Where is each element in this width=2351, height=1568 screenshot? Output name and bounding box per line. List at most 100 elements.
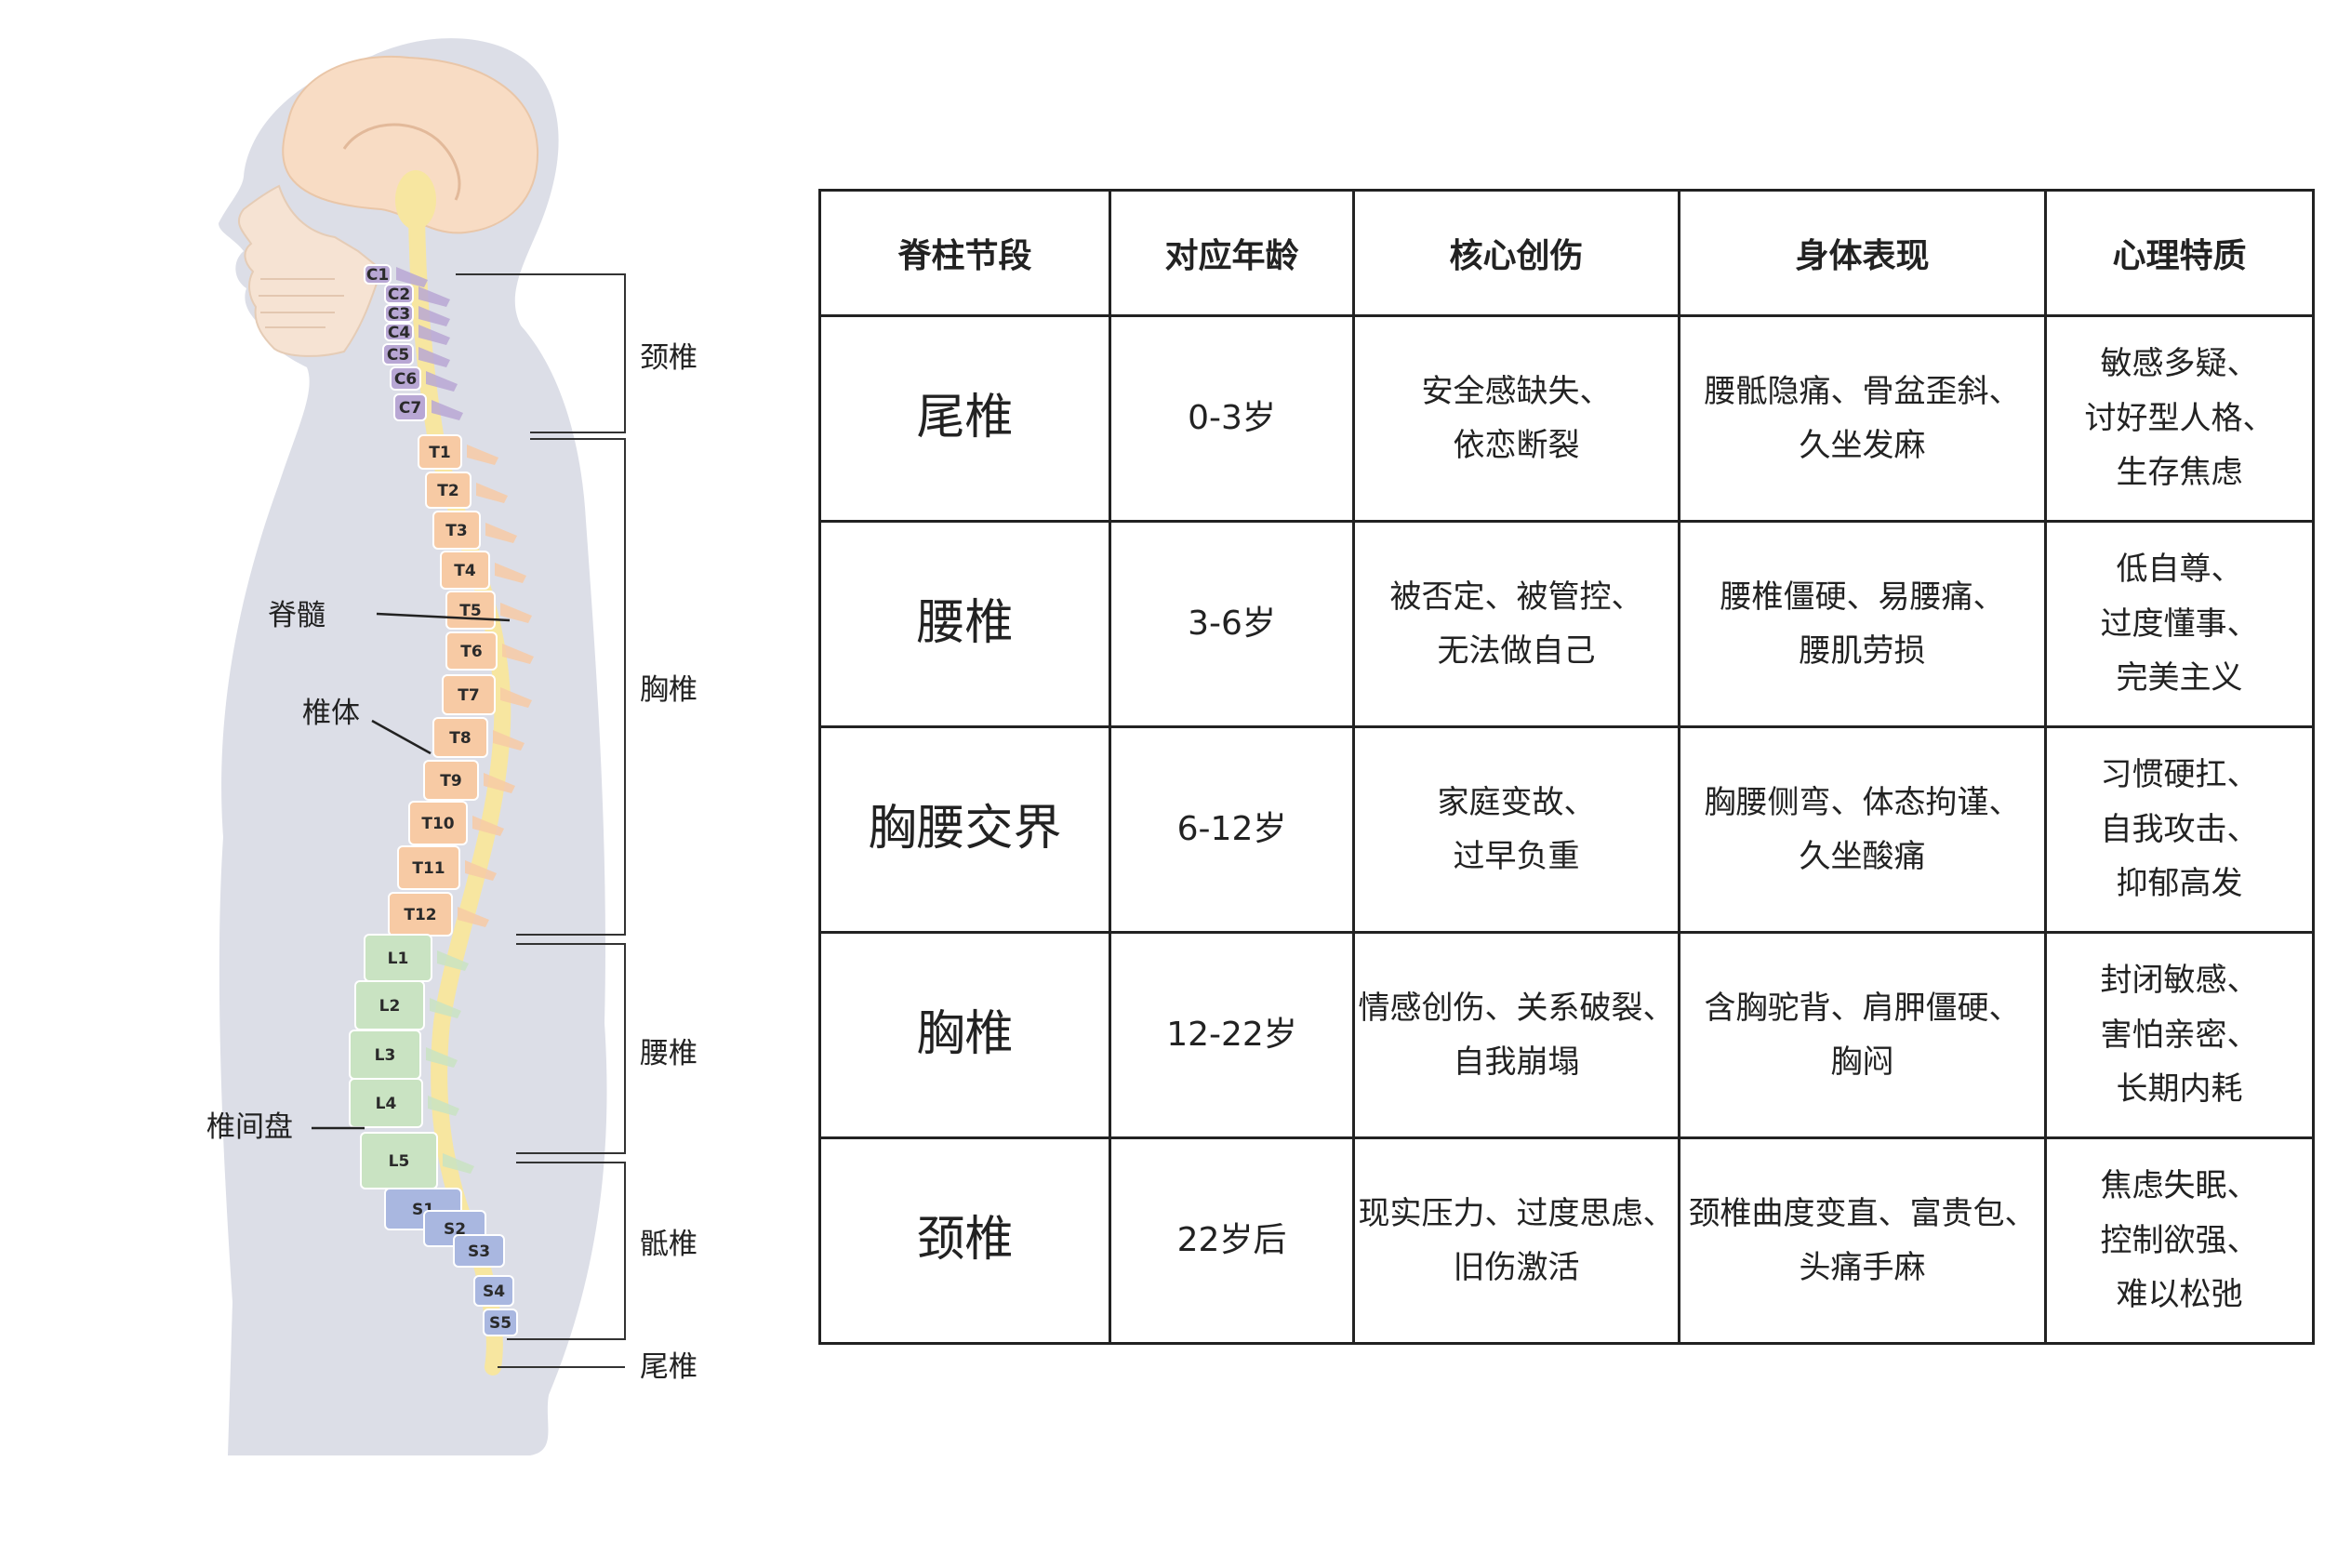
vertebra-label: C7: [399, 399, 421, 418]
cell-body-line: 颈椎曲度变直、富贵包、: [1688, 1194, 2037, 1232]
cell-trauma: 安全感缺失、依恋断裂: [1352, 314, 1680, 523]
vertebra-label: T10: [421, 815, 454, 833]
vertebra-label: C3: [388, 305, 410, 324]
cell-mind: 封闭敏感、害怕亲密、长期内耗: [2044, 931, 2315, 1139]
cell-body-line: 腰椎僵硬、易腰痛、: [1720, 578, 2005, 616]
vertebra-c4: [384, 323, 414, 341]
spinous-process-c6: [426, 371, 458, 392]
cell-body-line: 含胸驼背、肩胛僵硬、: [1704, 989, 2021, 1027]
vertebra-label: S3: [468, 1242, 490, 1261]
cell-trauma-line: 家庭变故、: [1437, 783, 1596, 821]
vertebra-label: L2: [379, 997, 401, 1016]
cell-age: 0-3岁: [1109, 314, 1355, 523]
cell-body: 腰椎僵硬、易腰痛、腰肌劳损: [1678, 520, 2047, 728]
vertebra-t10: [408, 801, 468, 845]
cell-age: 22岁后: [1109, 1136, 1355, 1345]
cell-trauma-line: 依恋断裂: [1453, 427, 1580, 464]
vertebra-label: T2: [437, 482, 458, 500]
vertebra-s3: [453, 1234, 505, 1268]
cell-mind-line: 抑郁高发: [2116, 865, 2243, 903]
spinous-process-c7: [432, 400, 463, 420]
vertebra-l4: [349, 1078, 423, 1128]
cell-body-line: 久坐发麻: [1799, 427, 1926, 464]
vertebra-t4: [440, 551, 490, 590]
vertebra-label: C2: [388, 286, 410, 304]
brainstem: [395, 170, 436, 230]
vertebra-c5: [382, 343, 414, 365]
cell-mind-line: 完美主义: [2116, 659, 2243, 698]
vertebra-t7: [442, 674, 496, 715]
cell-age-line: 0-3岁: [1188, 399, 1276, 438]
spinous-process-t12: [458, 907, 489, 927]
spinous-process-c1: [396, 267, 428, 287]
brain-fold: [342, 123, 461, 201]
cell-mind-line: 讨好型人格、: [2084, 399, 2275, 437]
cell-mind-line: 低自尊、: [2116, 551, 2243, 589]
cell-body-line: 胸腰侧弯、体态拘谨、: [1704, 783, 2021, 821]
cell-age-line: 22岁后: [1176, 1221, 1287, 1260]
cell-age-line: 12-22岁: [1166, 1016, 1297, 1055]
brain: [282, 55, 539, 234]
cell-age: 3-6岁: [1109, 520, 1355, 728]
vertebra-t3: [432, 511, 481, 550]
vertebra-label: C1: [366, 266, 389, 285]
cell-segment-line: 颈椎: [916, 1212, 1014, 1269]
spinous-process-t5: [500, 603, 532, 623]
vertebra-label: T9: [440, 772, 461, 791]
vertebra-label: C5: [387, 346, 409, 365]
spinous-process-t4: [495, 563, 526, 583]
cell-body-line: 胸闷: [1830, 1043, 1894, 1081]
vertebra-label: T11: [412, 859, 445, 878]
vertebra-label: T5: [459, 602, 481, 620]
cell-body-line: 腰肌劳损: [1799, 632, 1926, 670]
body-silhouette: [219, 38, 607, 1456]
spinous-process-l1: [437, 950, 469, 971]
cell-segment-line: 腰椎: [916, 595, 1014, 652]
spinous-process-t10: [472, 816, 504, 836]
vertebra-label: T4: [454, 562, 476, 580]
vertebra-t2: [425, 472, 472, 509]
pointer-lines: [312, 612, 511, 1130]
cell-mind: 焦虑失眠、控制欲强、难以松弛: [2044, 1136, 2315, 1345]
header-body: 身体表现: [1678, 189, 2047, 317]
vertebra-label: L5: [389, 1152, 410, 1171]
spinal-cord-label: 脊髓: [268, 599, 325, 632]
spinous-process-c5: [418, 347, 450, 367]
cell-trauma: 情感创伤、关系破裂、自我崩塌: [1352, 931, 1680, 1139]
cell-trauma-line: 旧伤激活: [1453, 1249, 1580, 1286]
cell-body-line: 头痛手麻: [1799, 1249, 1926, 1286]
cell-trauma-line: 安全感缺失、: [1421, 372, 1612, 410]
cell-trauma-line: 无法做自己: [1437, 632, 1596, 670]
jaw-lines: [259, 278, 344, 328]
header-trauma: 核心创伤: [1352, 189, 1680, 317]
cell-age-line: 6-12岁: [1176, 810, 1287, 849]
cell-age: 12-22岁: [1109, 931, 1355, 1139]
vertebra-label: T1: [429, 444, 450, 462]
spinous-process-t7: [500, 687, 532, 708]
intervertebral-disc-label: 椎间盘: [206, 1110, 293, 1144]
cell-body: 含胸驼背、肩胛僵硬、胸闷: [1678, 931, 2047, 1139]
spinous-process-t9: [484, 773, 515, 793]
cell-body: 胸腰侧弯、体态拘谨、久坐酸痛: [1678, 725, 2047, 934]
spinous-process-t2: [476, 483, 508, 503]
cell-body-line: 久坐酸痛: [1799, 838, 1926, 875]
cell-trauma-line: 自我崩塌: [1453, 1043, 1580, 1081]
vertebra-t1: [418, 434, 462, 470]
spinous-process-t11: [465, 860, 497, 881]
spine-anatomy-diagram: C1C2C3C4C5C6C7T1T2T3T4T5T6T7T8T9T10T11T1…: [206, 38, 697, 1456]
vertebra-label: S4: [483, 1282, 505, 1301]
cell-mind-line: 敏感多疑、: [2100, 345, 2259, 383]
header-age: 对应年龄: [1109, 189, 1355, 317]
vertebra-t8: [432, 717, 488, 758]
spinous-process-c2: [418, 286, 450, 307]
cell-segment: 尾椎: [818, 314, 1111, 523]
spinous-process-l3: [426, 1047, 458, 1068]
vertebra-t11: [397, 845, 460, 890]
vertebra-label: T8: [449, 729, 471, 748]
region-label-coccyx: 尾椎: [640, 1350, 697, 1384]
